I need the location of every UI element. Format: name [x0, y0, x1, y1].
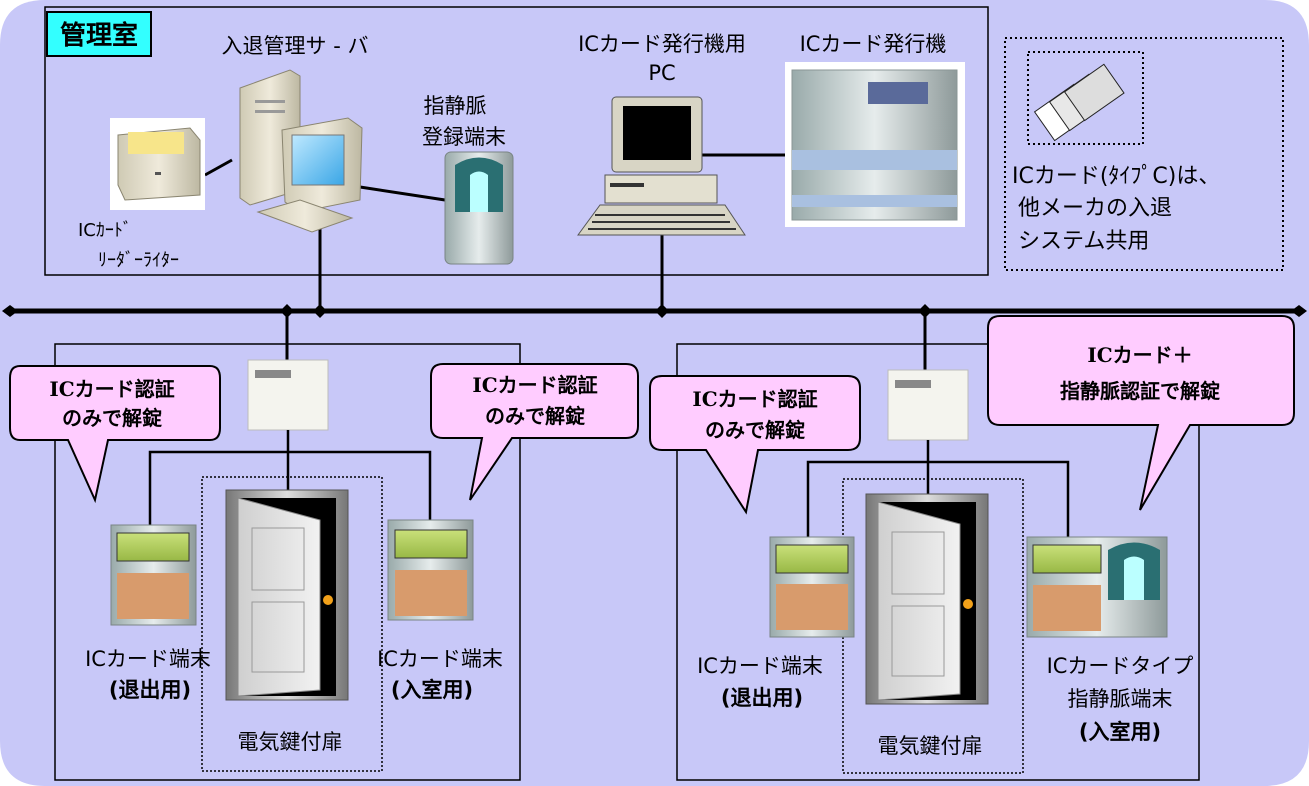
right-room-box: [676, 343, 1200, 781]
left-entry-callout: [430, 363, 639, 501]
left-entry-terminal-label-1: ICカード端末: [377, 647, 503, 671]
left-entry-terminal-label-2: (入室用): [391, 678, 473, 702]
left-door-area: [201, 476, 383, 772]
control-room-links: [204, 153, 785, 310]
ic-card-image-frame: [1027, 51, 1144, 145]
rw-label-2: ﾘｰﾀﾞｰﾗｲﾀｰ: [98, 250, 179, 271]
issuer-pc-icon: [577, 96, 746, 236]
ic-cards-icon: [1033, 63, 1125, 142]
finger-reg-label-1: 指静脈: [424, 94, 487, 118]
control-room-badge-label: 管理室: [60, 20, 138, 51]
control-room-box: [44, 6, 989, 276]
right-entry-terminal-label-2: 指静脈端末: [1068, 687, 1173, 711]
left-entry-terminal-icon: [387, 519, 474, 621]
right-controller-icon: [887, 369, 969, 441]
left-exit-terminal-icon: [110, 524, 197, 626]
network-bus: [2, 304, 1307, 370]
right-exit-terminal-label-1: ICカード端末: [697, 654, 823, 678]
left-door-icon: [225, 489, 349, 701]
note-line-2: 他メーカの入退: [1018, 196, 1172, 221]
left-door-label: 電気鍵付扉: [238, 730, 343, 754]
right-wiring: [806, 440, 1070, 537]
server-label: 入退管理サ - バ: [222, 34, 369, 58]
note-line-3: システム共用: [1018, 229, 1149, 254]
right-entry-callout-line2: 指静脈認証で解錠: [1060, 379, 1220, 403]
left-entry-callout-line2: のみで解錠: [485, 404, 585, 428]
right-entry-callout-line1: ICカード＋: [1087, 343, 1192, 367]
note-line-1: ICカード(ﾀｲﾌﾟC)は、: [1012, 164, 1220, 189]
right-entry-callout: [987, 315, 1295, 511]
right-door-label: 電気鍵付扉: [878, 734, 983, 758]
right-entry-terminal-label-3: (入室用): [1079, 720, 1161, 744]
right-door-icon: [865, 493, 989, 705]
issuer-label: ICカード発行機: [800, 32, 947, 56]
control-room-badge: [46, 11, 152, 57]
card-issuer-printer-icon: [785, 62, 965, 227]
finger-vein-registration-icon: [444, 151, 514, 265]
issuer-pc-label-1: ICカード発行機用: [578, 32, 746, 56]
right-exit-terminal-icon: [769, 536, 855, 638]
right-exit-callout: [649, 375, 861, 515]
left-wiring: [148, 430, 432, 525]
right-exit-callout-line2: のみで解錠: [705, 418, 805, 442]
rw-label-1: ICｶｰﾄﾞ: [78, 220, 132, 241]
right-exit-terminal-label-2: (退出用): [721, 686, 803, 710]
left-controller-icon: [247, 359, 329, 431]
right-entry-terminal-label-1: ICカードタイプ: [1047, 654, 1194, 678]
left-entry-callout-line1: ICカード認証: [472, 373, 597, 397]
left-exit-callout: [9, 365, 221, 504]
left-exit-callout-line1: ICカード認証: [49, 377, 174, 401]
finger-reg-label-2: 登録端末: [422, 125, 506, 149]
issuer-pc-label-2: PC: [648, 61, 675, 85]
card-reader-writer-icon: [110, 118, 205, 210]
right-exit-callout-line1: ICカード認証: [692, 387, 817, 411]
left-exit-callout-line2: のみで解錠: [62, 406, 162, 430]
right-entry-terminal-icon: [1026, 536, 1168, 638]
left-room-box: [54, 343, 521, 781]
server-computer-icon: [239, 69, 363, 233]
left-exit-terminal-label-1: ICカード端末: [85, 647, 211, 671]
left-exit-terminal-label-2: (退出用): [109, 678, 191, 702]
